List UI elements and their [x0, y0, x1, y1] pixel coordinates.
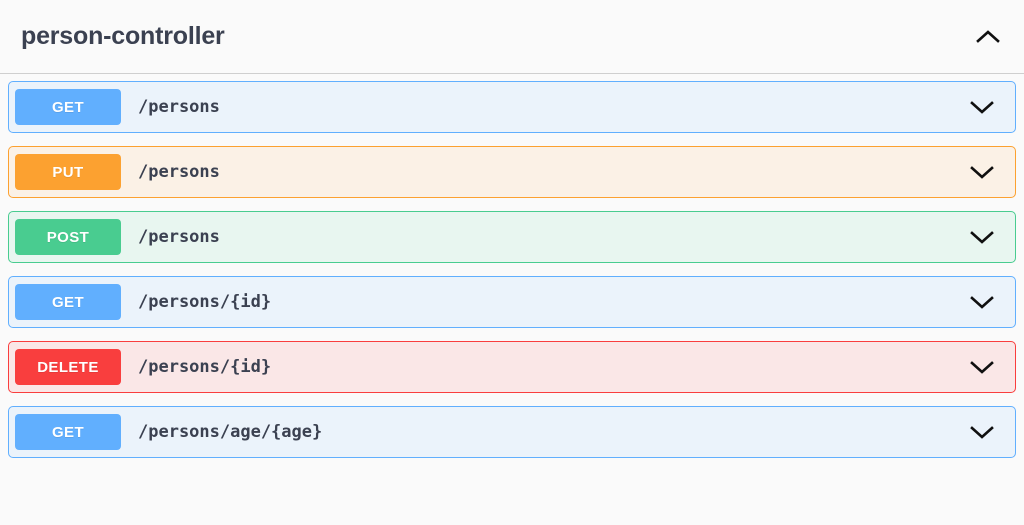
chevron-down-icon[interactable] — [965, 415, 999, 449]
tag-header-person-controller[interactable]: person-controller — [0, 0, 1024, 74]
chevron-down-icon[interactable] — [965, 285, 999, 319]
chevron-down-icon[interactable] — [965, 90, 999, 124]
endpoint-path: /persons/age/{age} — [138, 422, 323, 442]
endpoint-path: /persons/{id} — [138, 292, 272, 312]
operation-row[interactable]: POST/persons — [8, 211, 1016, 263]
http-method-badge: PUT — [15, 154, 121, 190]
http-method-badge: GET — [15, 89, 121, 125]
endpoint-path: /persons — [138, 227, 220, 247]
operation-row[interactable]: DELETE/persons/{id} — [8, 341, 1016, 393]
operation-row[interactable]: GET/persons — [8, 81, 1016, 133]
chevron-down-icon[interactable] — [965, 155, 999, 189]
chevron-down-icon[interactable] — [965, 220, 999, 254]
tag-title: person-controller — [21, 22, 225, 50]
http-method-badge: POST — [15, 219, 121, 255]
operation-row[interactable]: PUT/persons — [8, 146, 1016, 198]
chevron-down-icon[interactable] — [965, 350, 999, 384]
endpoint-path: /persons — [138, 162, 220, 182]
chevron-up-icon[interactable] — [966, 15, 1010, 59]
http-method-badge: DELETE — [15, 349, 121, 385]
endpoint-path: /persons — [138, 97, 220, 117]
endpoint-path: /persons/{id} — [138, 357, 272, 377]
http-method-badge: GET — [15, 414, 121, 450]
operation-row[interactable]: GET/persons/{id} — [8, 276, 1016, 328]
http-method-badge: GET — [15, 284, 121, 320]
operation-row[interactable]: GET/persons/age/{age} — [8, 406, 1016, 458]
